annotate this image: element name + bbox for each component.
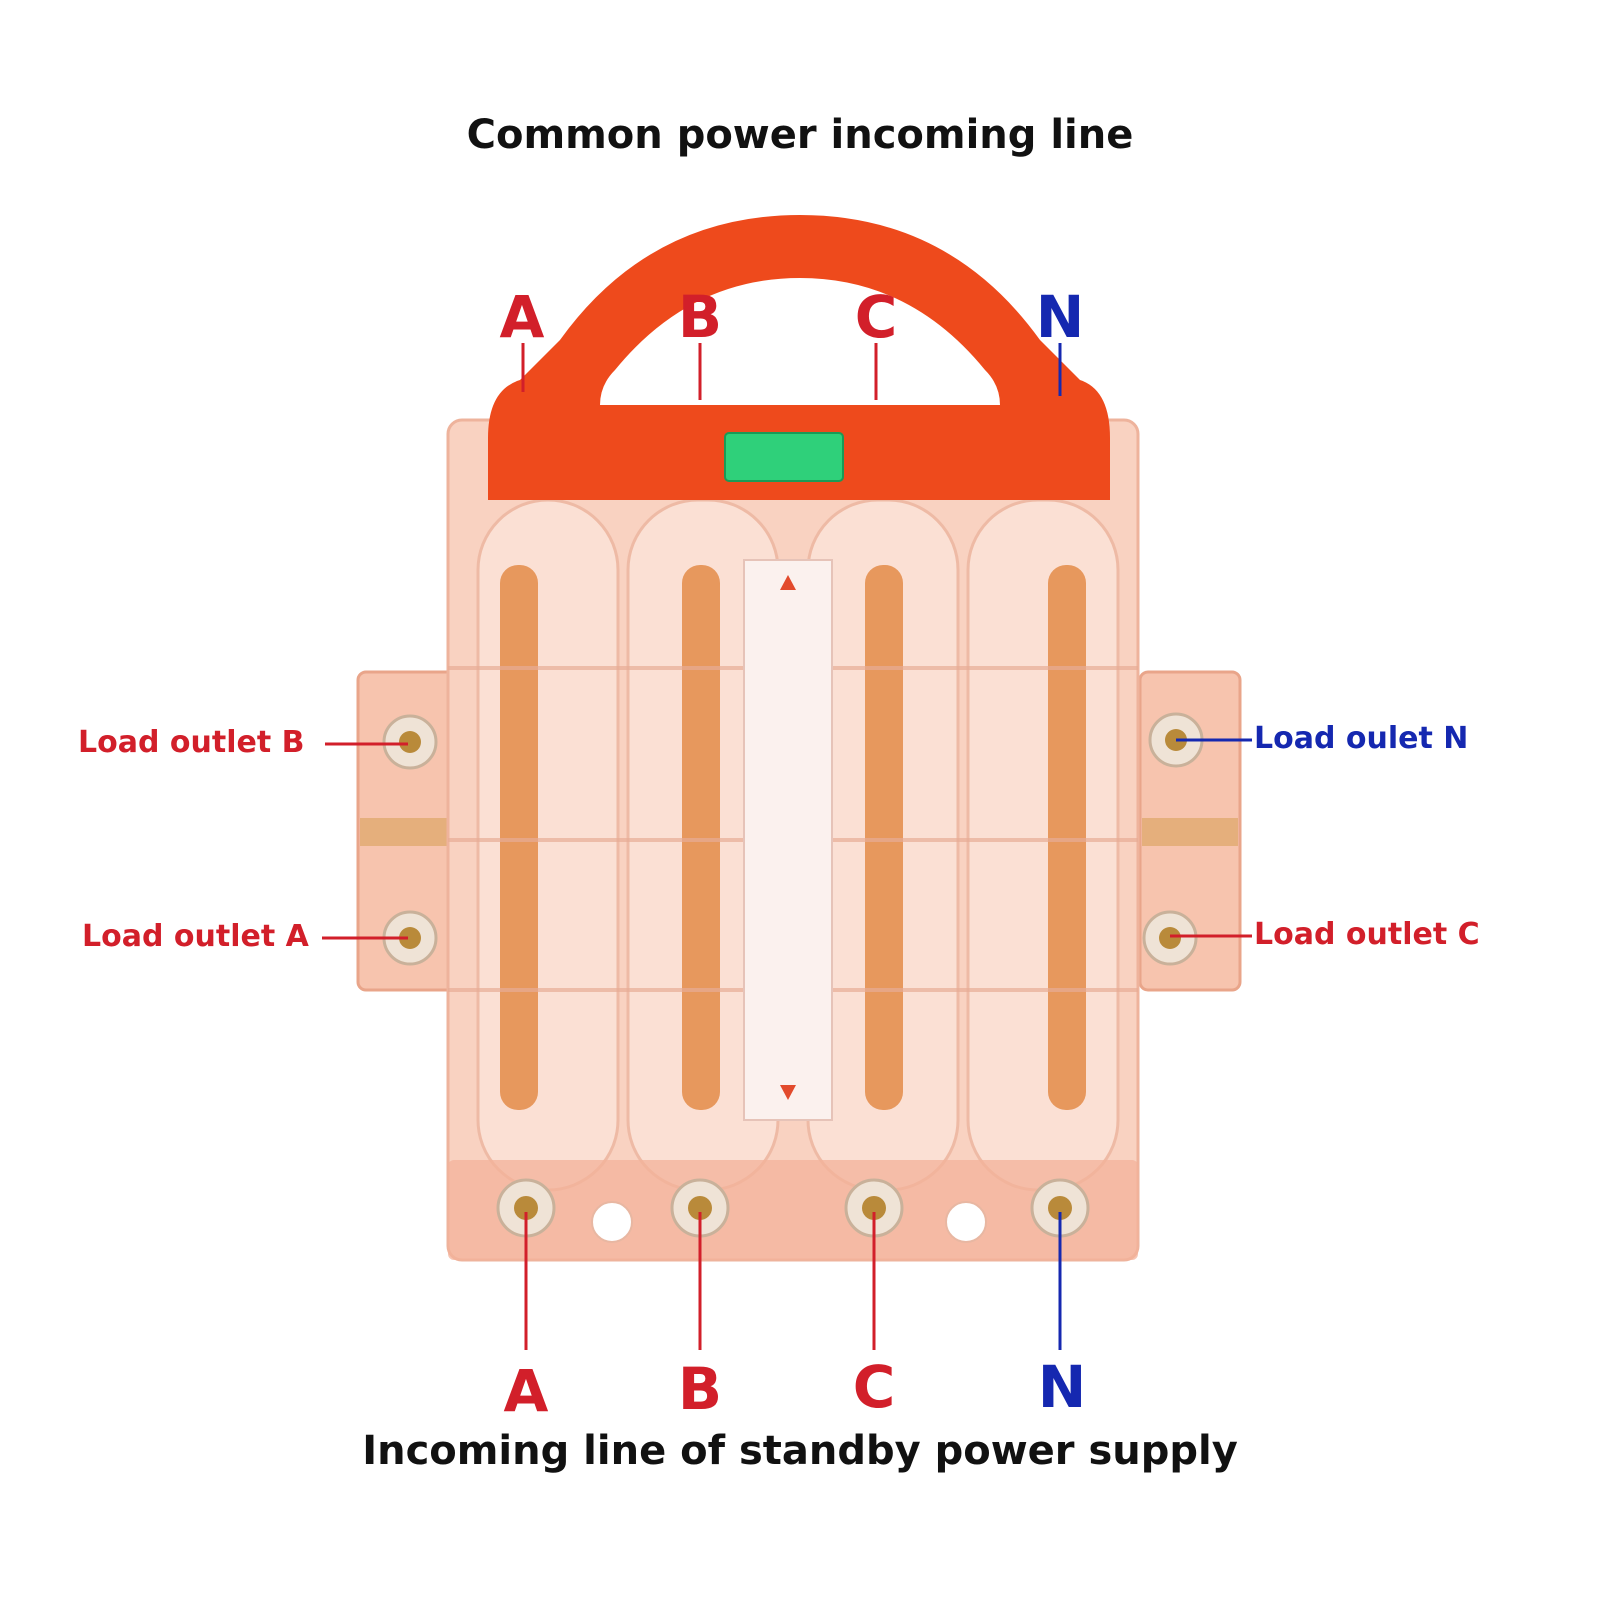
mounting-hole [945, 1201, 987, 1243]
top-title: Common power incoming line [466, 112, 1134, 158]
warning-label [743, 559, 833, 1121]
status-indicator [724, 432, 844, 482]
bottom-terminal-a [496, 1178, 556, 1238]
top-phase-label-b: B [677, 283, 723, 351]
pole-cover-n [966, 498, 1120, 1192]
terminal-load-b [382, 714, 438, 770]
bottom-phase-label-c: C [852, 1353, 896, 1421]
load-outlet-n-label: Load oulet N [1254, 721, 1469, 756]
pole-cover-a [476, 498, 620, 1192]
bottom-phase-label-n: N [1037, 1353, 1087, 1421]
bottom-terminal-c [844, 1178, 904, 1238]
top-phase-label-a: A [499, 283, 545, 351]
terminal-load-a [382, 910, 438, 966]
load-outlet-c-label: Load outlet C [1254, 917, 1480, 952]
switch-handle [488, 215, 1110, 500]
top-phase-label-c: C [854, 283, 898, 351]
terminal-load-c [1142, 910, 1198, 966]
bottom-phase-label-a: A [503, 1357, 549, 1425]
top-phase-label-n: N [1035, 283, 1085, 351]
load-outlet-a-label: Load outlet A [82, 919, 309, 954]
bottom-title: Incoming line of standby power supply [362, 1428, 1238, 1474]
load-outlet-b-label: Load outlet B [78, 725, 305, 760]
bottom-phase-label-b: B [677, 1355, 723, 1423]
mounting-hole [591, 1201, 633, 1243]
